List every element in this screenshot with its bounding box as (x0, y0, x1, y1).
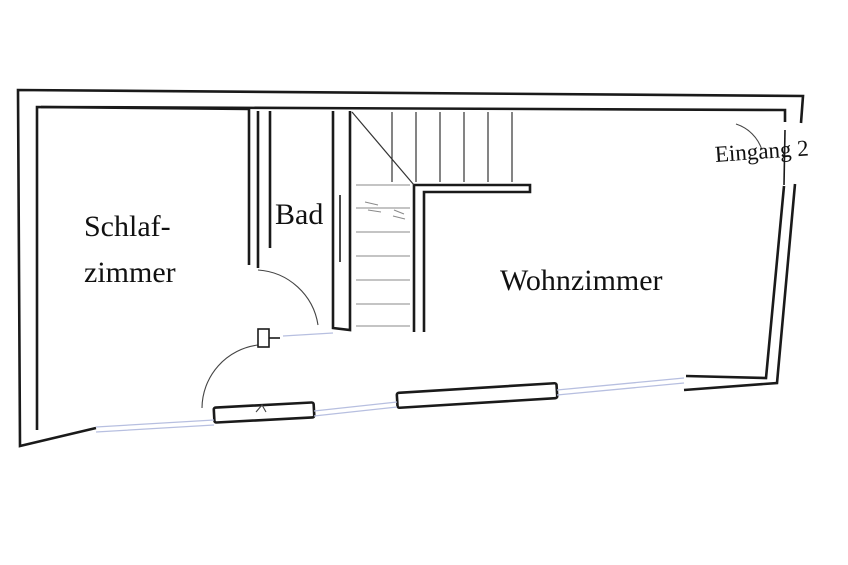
exterior-walls (16, 88, 805, 448)
interior-walls (256, 111, 532, 332)
room-label-schlafzimmer: Schlaf- zimmer (84, 204, 176, 296)
staircase (351, 111, 513, 327)
south-facade (95, 332, 685, 433)
room-label-schlafzimmer-line2: zimmer (84, 256, 176, 289)
room-label-wohnzimmer: Wohnzimmer (500, 264, 663, 297)
room-label-schlafzimmer-line1: Schlaf- (84, 210, 171, 243)
room-label-bad: Bad (275, 198, 324, 231)
doors (201, 123, 786, 409)
handle-fixture (257, 328, 280, 348)
